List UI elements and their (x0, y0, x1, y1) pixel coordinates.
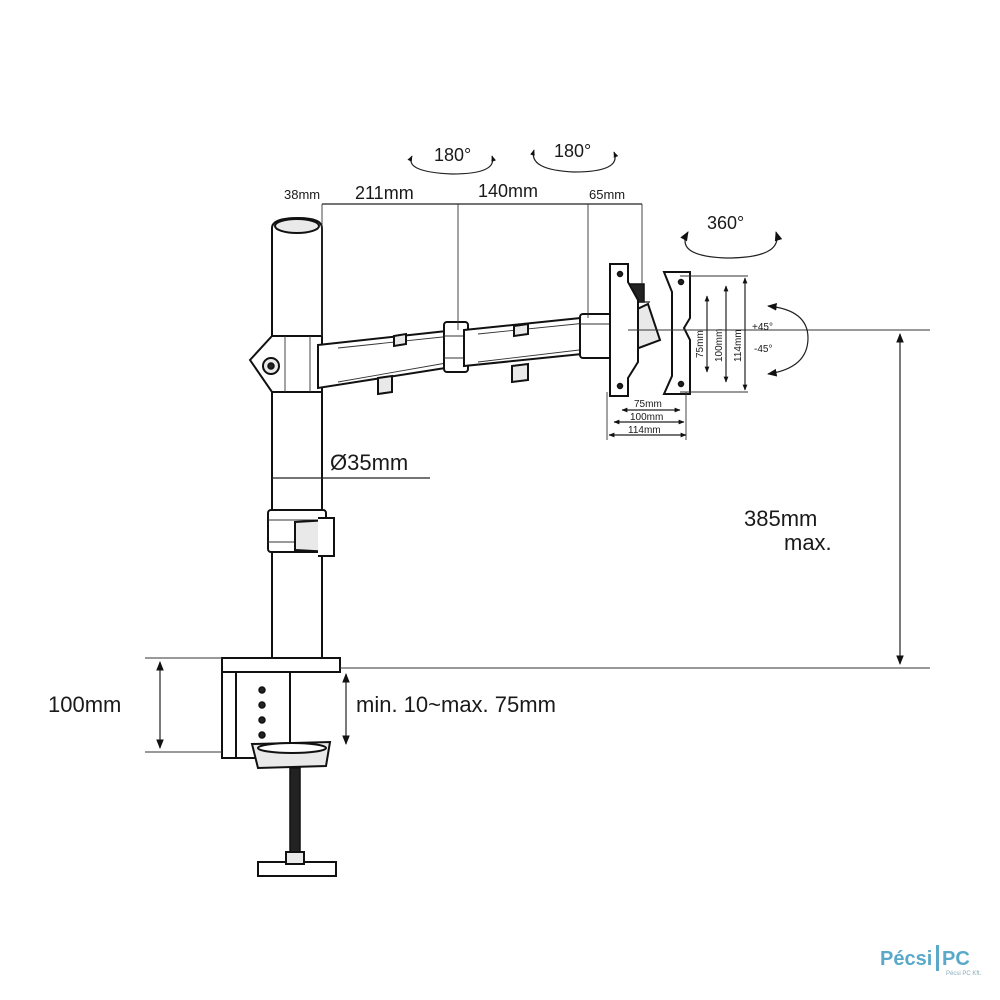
clamp-range-label: min. 10~max. 75mm (356, 692, 556, 717)
dim-65mm: 65mm (589, 187, 625, 202)
vesa-h-114-label: 114mm (628, 425, 661, 436)
vesa-vertical-dimensions (680, 275, 748, 393)
height-suffix-label: max. (784, 530, 832, 555)
tilt-arrow (767, 303, 809, 377)
clamp-height-label: 100mm (48, 692, 121, 717)
dim-140mm: 140mm (478, 181, 538, 201)
clamp-height-dimension (145, 657, 222, 753)
support-pole (267, 216, 335, 663)
vesa-horizontal-dimensions (606, 392, 687, 440)
brand-name-left: Pécsi (880, 948, 932, 970)
vesa-v-100-label: 100mm (714, 329, 725, 362)
base-and-clamp (221, 657, 341, 877)
vesa-v-75-label: 75mm (695, 330, 706, 358)
rotation-arrow-head (680, 231, 783, 259)
pole-arm-joint (248, 335, 323, 393)
top-dimension-lines (321, 203, 643, 336)
brand-name-right: PC (942, 948, 970, 970)
rotation-label-head: 360° (707, 213, 744, 233)
vesa-plate (609, 263, 691, 397)
dim-211mm: 211mm (355, 183, 414, 203)
rotation-arrow-joint1 (407, 155, 496, 175)
brand-tagline: Pécsi PC Kft. (946, 971, 982, 977)
arm-segment-1 (317, 328, 460, 396)
rotation-label-joint1: 180° (434, 145, 471, 165)
pole-diameter-label: Ø35mm (330, 450, 408, 475)
middle-joint (443, 321, 469, 373)
rotation-label-joint2: 180° (554, 141, 591, 161)
tilt-label-up: +45° (752, 322, 773, 333)
tilt-label-down: -45° (754, 344, 772, 355)
vesa-h-75-label: 75mm (634, 399, 662, 410)
arm-segment-2 (463, 314, 604, 384)
rotation-arrow-joint2 (530, 149, 619, 173)
brand-watermark: Pécsi PC Pécsi PC Kft. (880, 945, 982, 977)
vesa-h-100-label: 100mm (630, 412, 663, 423)
height-dimension (340, 329, 930, 669)
vesa-v-114-label: 114mm (733, 329, 744, 362)
dim-38mm: 38mm (284, 187, 320, 202)
height-value-label: 385mm (744, 506, 817, 531)
